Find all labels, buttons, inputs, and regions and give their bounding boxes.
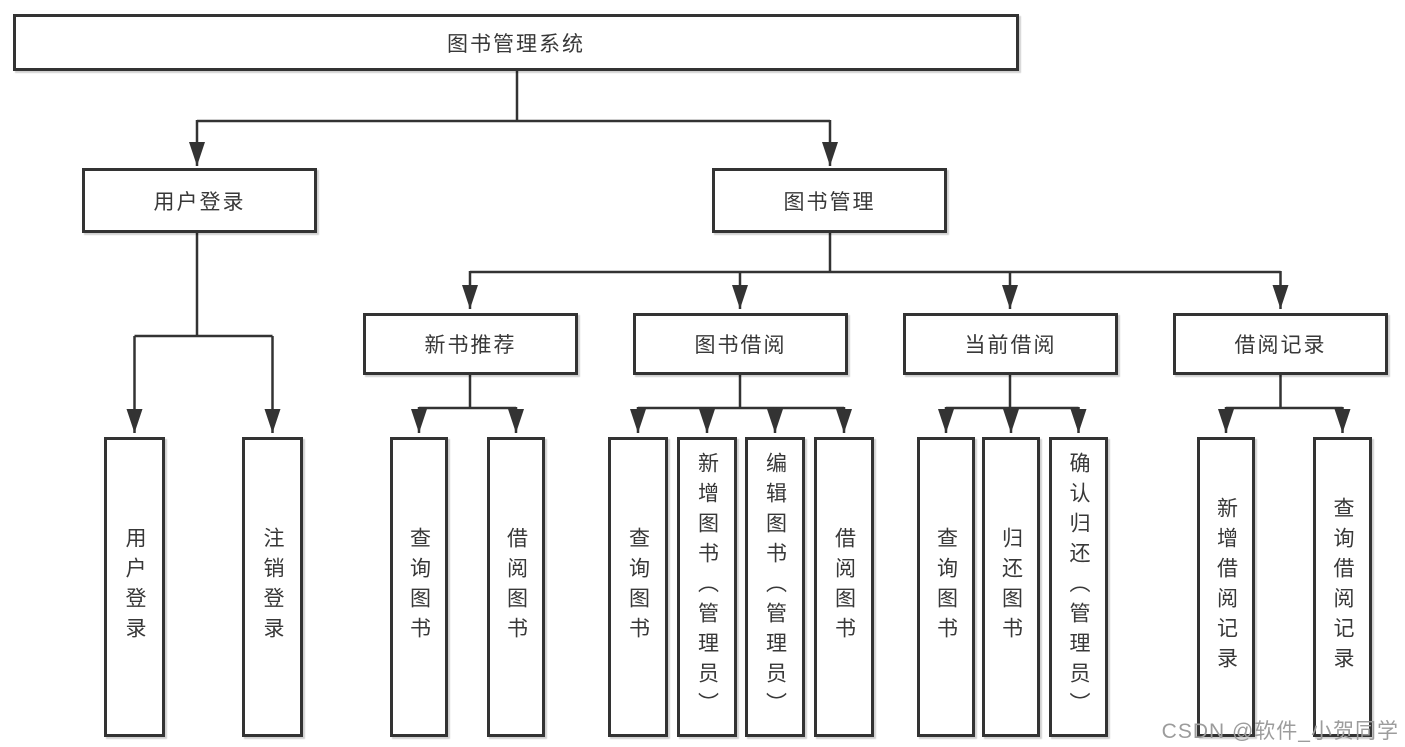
node-label: 图书管理系统 — [447, 32, 585, 56]
leaf-add-books-admin: 新增图书（管理员） — [677, 437, 737, 737]
leaf-query-borrow-record: 查询借阅记录 — [1313, 437, 1372, 737]
node-label: 新增图书（管理员） — [695, 452, 719, 722]
node-current-borrowing: 当前借阅 — [903, 313, 1118, 375]
node-label: 查询图书 — [934, 527, 958, 647]
node-label: 借阅图书 — [504, 527, 528, 647]
node-label: 用户登录 — [123, 527, 146, 647]
node-label: 查询图书 — [626, 527, 650, 647]
node-label: 图书借阅 — [694, 334, 787, 357]
node-label: 新增借阅记录 — [1214, 497, 1238, 677]
leaf-borrow-books-borrowing: 借阅图书 — [814, 437, 874, 737]
leaf-add-borrow-record: 新增借阅记录 — [1197, 437, 1255, 737]
node-label: 当前借阅 — [964, 334, 1057, 357]
node-label: 归还图书 — [999, 527, 1023, 647]
node-borrowing-records: 借阅记录 — [1173, 313, 1388, 375]
node-label: 查询借阅记录 — [1331, 497, 1354, 677]
node-label: 图书管理 — [783, 190, 876, 214]
leaf-query-books-recommend: 查询图书 — [390, 437, 448, 737]
node-label: 注销登录 — [261, 527, 284, 647]
leaf-return-books: 归还图书 — [982, 437, 1040, 737]
node-label: 借阅图书 — [832, 527, 856, 647]
node-user-login: 用户登录 — [82, 168, 317, 233]
leaf-confirm-return-admin: 确认归还（管理员） — [1049, 437, 1108, 737]
leaf-logout: 注销登录 — [242, 437, 303, 737]
leaf-user-login: 用户登录 — [104, 437, 165, 737]
node-label: 新书推荐 — [424, 334, 517, 357]
node-label: 编辑图书（管理员） — [763, 452, 787, 722]
node-label: 确认归还（管理员） — [1067, 452, 1090, 722]
node-new-book-recommend: 新书推荐 — [363, 313, 578, 375]
leaf-query-books-current: 查询图书 — [917, 437, 975, 737]
node-library-system: 图书管理系统 — [13, 14, 1019, 71]
node-label: 查询图书 — [407, 527, 431, 647]
leaf-edit-books-admin: 编辑图书（管理员） — [745, 437, 805, 737]
node-label: 用户登录 — [153, 190, 246, 214]
leaf-borrow-books-recommend: 借阅图书 — [487, 437, 545, 737]
csdn-watermark: CSDN @软件_小贺同学 — [1161, 720, 1399, 743]
node-book-management: 图书管理 — [712, 168, 947, 233]
node-label: 借阅记录 — [1234, 334, 1327, 357]
leaf-query-books-borrowing: 查询图书 — [608, 437, 668, 737]
node-book-borrowing: 图书借阅 — [633, 313, 848, 375]
